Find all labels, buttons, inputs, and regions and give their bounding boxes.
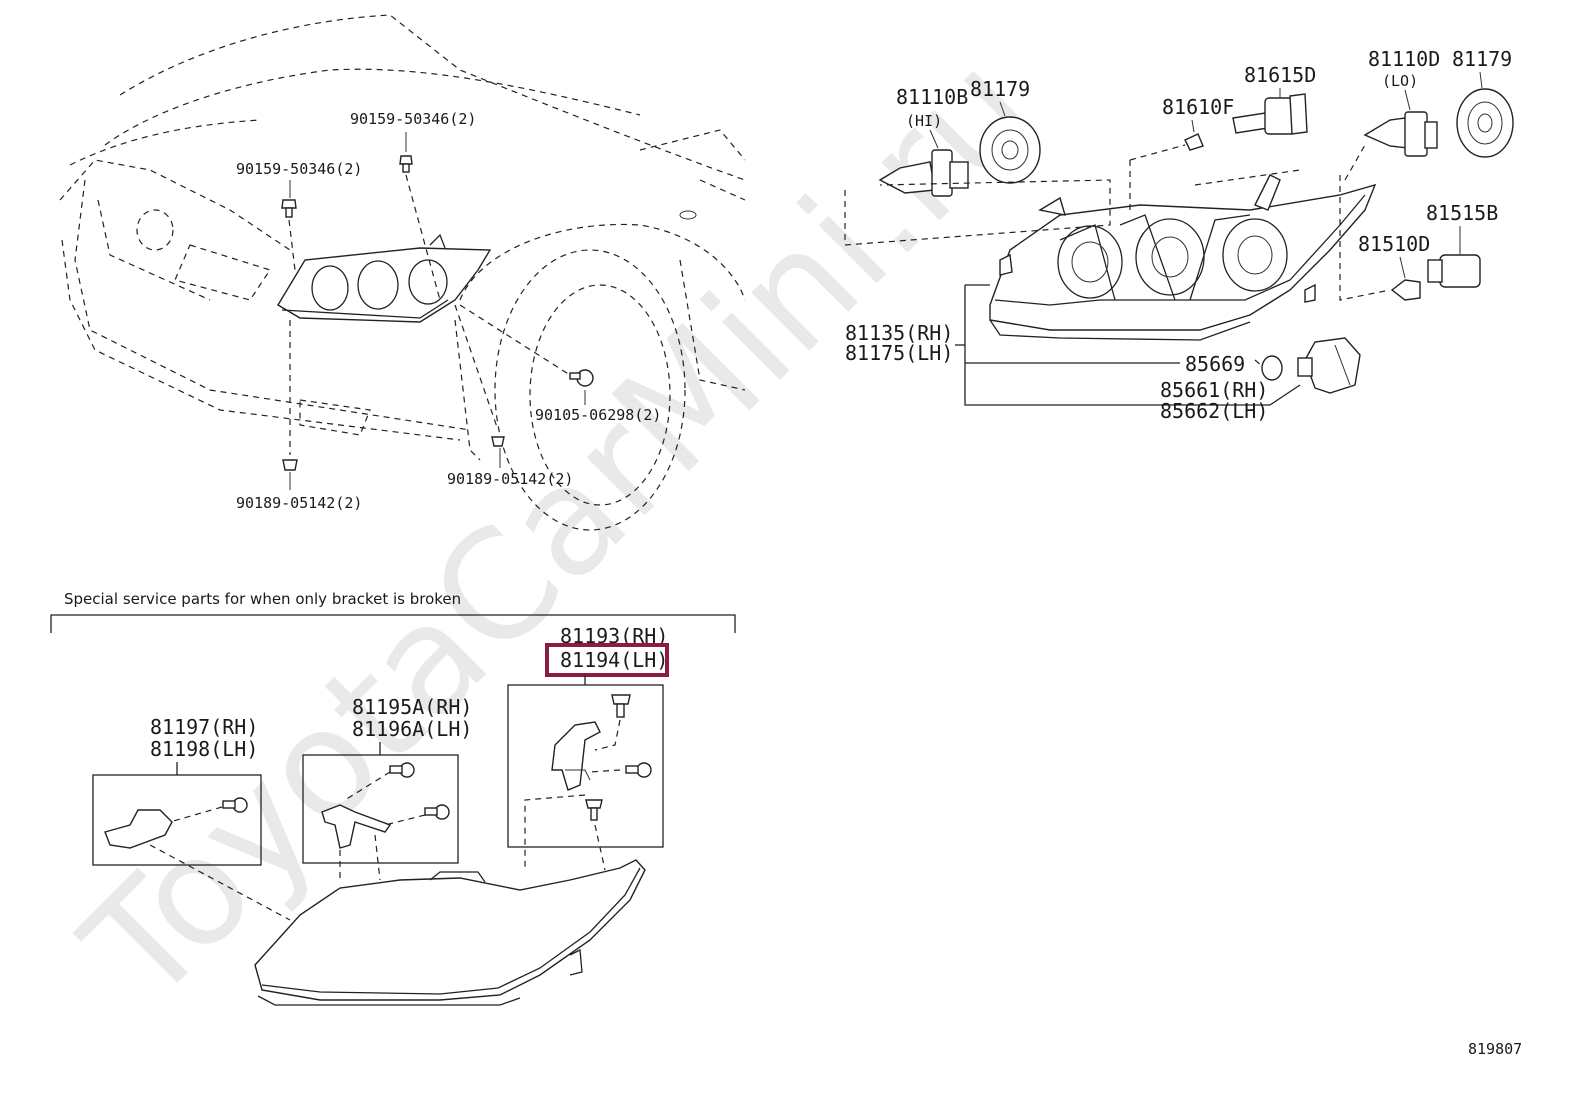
label-cover-left: 81179 bbox=[970, 77, 1030, 101]
screw-icon bbox=[222, 797, 248, 813]
service-parts-section: Special service parts for when only brac… bbox=[50, 590, 736, 1006]
bracket-c-icon bbox=[104, 809, 173, 849]
label-bracket-c-rh: 81197(RH) bbox=[150, 715, 258, 739]
label-bulb-lo-note: (LO) bbox=[1382, 72, 1418, 90]
label-cover-right: 81179 bbox=[1452, 47, 1512, 71]
label-bulb-right: 81510D bbox=[1358, 232, 1430, 256]
label-bracket-b-lh: 81196A(LH) bbox=[352, 717, 472, 741]
bracket-a-icon bbox=[551, 721, 601, 791]
o-ring-icon bbox=[1261, 355, 1283, 381]
screw-icon bbox=[611, 694, 631, 718]
label-bracket-c-lh: 81198(LH) bbox=[150, 737, 258, 761]
bracket-a-box bbox=[507, 684, 664, 848]
bolt-icon bbox=[569, 369, 594, 387]
bolt-icon bbox=[399, 155, 413, 173]
label-bolt-center: 90105-06298(2) bbox=[535, 406, 661, 424]
clip-icon bbox=[491, 436, 505, 447]
label-bulb-hi-note: (HI) bbox=[906, 112, 942, 130]
service-note: Special service parts for when only brac… bbox=[64, 590, 461, 608]
bulb-lo-icon bbox=[1363, 111, 1438, 157]
highlight-frame bbox=[545, 643, 669, 677]
label-bulb-hi: 81110B bbox=[896, 85, 968, 109]
bolt-icon bbox=[281, 199, 297, 218]
headlamp-assembly-view: 81110B (HI) 81179 81615D 81610F 81110D (… bbox=[844, 47, 1514, 423]
bulb-small-icon bbox=[1390, 279, 1421, 301]
screw-icon bbox=[585, 799, 603, 821]
clip-icon bbox=[282, 459, 298, 471]
screw-icon bbox=[424, 804, 450, 820]
label-motor-rh: 85661(RH) bbox=[1160, 378, 1268, 402]
label-bulb-small: 81610F bbox=[1162, 95, 1234, 119]
bracket-c-box bbox=[92, 774, 262, 866]
bulb-socket-icon bbox=[1232, 93, 1308, 135]
vehicle-front-view: 90159-50346(2) 90159-50346(2) 90105-0629… bbox=[59, 14, 746, 531]
label-oring: 85669 bbox=[1185, 352, 1245, 376]
bulb-small-icon bbox=[1184, 133, 1204, 151]
dust-cover-icon bbox=[979, 116, 1041, 184]
label-clip-right: 90189-05142(2) bbox=[447, 470, 573, 488]
label-bracket-b-rh: 81195A(RH) bbox=[352, 695, 472, 719]
label-bolt-top-left: 90159-50346(2) bbox=[236, 160, 362, 178]
label-bulb-lo: 81110D bbox=[1368, 47, 1440, 71]
bulb-socket-icon bbox=[1427, 254, 1481, 288]
label-motor-lh: 85662(LH) bbox=[1160, 399, 1268, 423]
label-socket-right: 81515B bbox=[1426, 201, 1498, 225]
headlamp-housing-icon bbox=[254, 859, 646, 1006]
screw-icon bbox=[389, 762, 415, 778]
label-unit-rh: 81135(RH) bbox=[845, 321, 953, 345]
label-bolt-top-right: 90159-50346(2) bbox=[350, 110, 476, 128]
bracket-b-box bbox=[302, 754, 459, 864]
bracket-b-icon bbox=[321, 804, 392, 849]
label-clip-bottom: 90189-05142(2) bbox=[236, 494, 362, 512]
bulb-hi-icon bbox=[878, 149, 969, 197]
screw-icon bbox=[625, 762, 652, 778]
label-socket-top: 81615D bbox=[1244, 63, 1316, 87]
dust-cover-icon bbox=[1456, 88, 1514, 158]
label-unit-lh: 81175(LH) bbox=[845, 341, 953, 365]
label-bracket-a-lh: 81194(LH) bbox=[560, 648, 668, 672]
diagram-id: 819807 bbox=[1468, 1040, 1522, 1058]
leveling-motor-icon bbox=[1297, 337, 1361, 394]
